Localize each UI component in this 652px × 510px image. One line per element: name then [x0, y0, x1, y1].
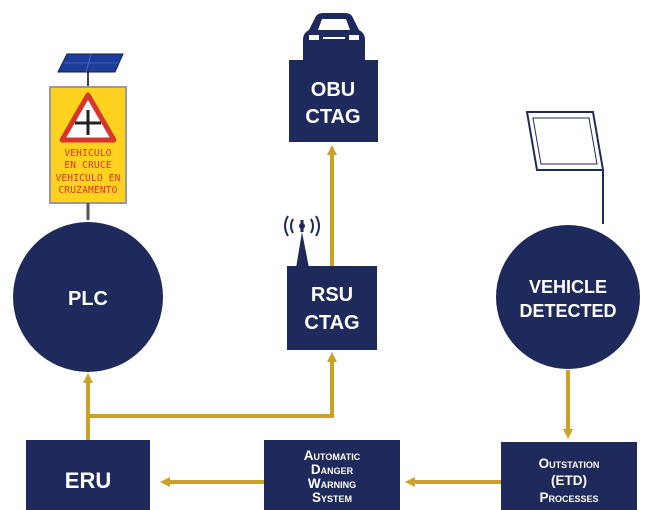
outstation-label-line-1: Outstation: [539, 456, 600, 471]
obu-node: OBU CTAG: [289, 60, 378, 142]
adws-label-line-1: Automatic: [304, 448, 361, 463]
rsu-node: RSU CTAG: [287, 266, 377, 350]
obu-label-line-2: CTAG: [305, 106, 360, 128]
sign-text-line-3: VEHICULO EN: [55, 173, 120, 184]
obu-label-line-1: OBU: [311, 79, 355, 101]
solar-panel-icon: [57, 53, 124, 88]
car-icon: [303, 13, 365, 64]
eru-label: ERU: [65, 468, 111, 493]
antenna-tower-icon: [284, 215, 320, 268]
outstation-label-line-3: Processes: [539, 490, 598, 505]
sign-text-line-4: CRUZAMENTO: [58, 185, 117, 196]
outstation-label-line-2: (ETD): [551, 473, 587, 488]
rsu-label-line-1: RSU: [311, 284, 353, 306]
adws-label-line-4: System: [312, 490, 352, 505]
vehicle-detected-node: VEHICLE DETECTED: [496, 225, 640, 369]
sign-text-line-1: VEHICULO: [64, 148, 111, 159]
vehicle-detected-label-line-1: VEHICLE: [529, 277, 607, 297]
eru-node: ERU: [26, 440, 150, 510]
connectors: [83, 145, 573, 487]
adws-label-line-2: Danger: [311, 462, 354, 477]
vehicle-detected-label-line-2: DETECTED: [519, 301, 616, 321]
adws-node: Automatic Danger Warning System: [264, 440, 400, 510]
detector-screen-icon: [525, 111, 605, 224]
outstation-node: Outstation (ETD) Processes: [501, 442, 637, 510]
warning-sign-icon: VEHICULO EN CRUCE VEHICULO EN CRUZAMENTO: [49, 86, 127, 220]
adws-label-line-3: Warning: [308, 476, 356, 491]
rsu-label-line-2: CTAG: [304, 312, 359, 334]
plc-node: PLC: [13, 222, 163, 372]
connector-eru-to-rsu: [88, 352, 337, 418]
plc-label: PLC: [68, 288, 108, 310]
sign-text-line-2: EN CRUCE: [64, 160, 111, 171]
